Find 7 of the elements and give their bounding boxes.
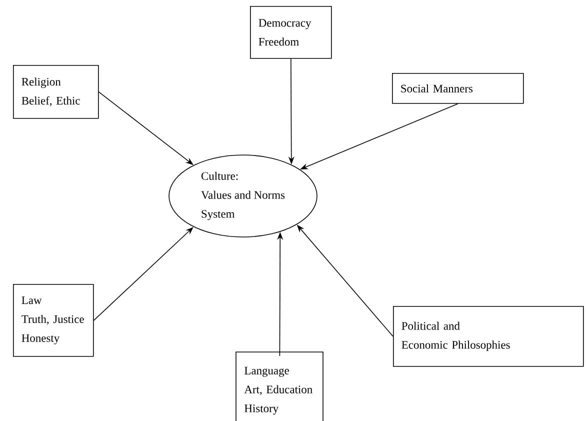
text-box: Language Art, Education History [236,352,324,421]
text-box: Religion Belief, Ethic [13,65,99,119]
text-box: Political and Economic Philosophies [393,306,584,367]
text-box: Law Truth, Justice Honesty [13,284,94,357]
ellipse-node: Culture: Values and Norms System [168,154,318,238]
text-box: Democracy Freedom [250,6,332,59]
text-box: Social Manners [392,73,524,104]
